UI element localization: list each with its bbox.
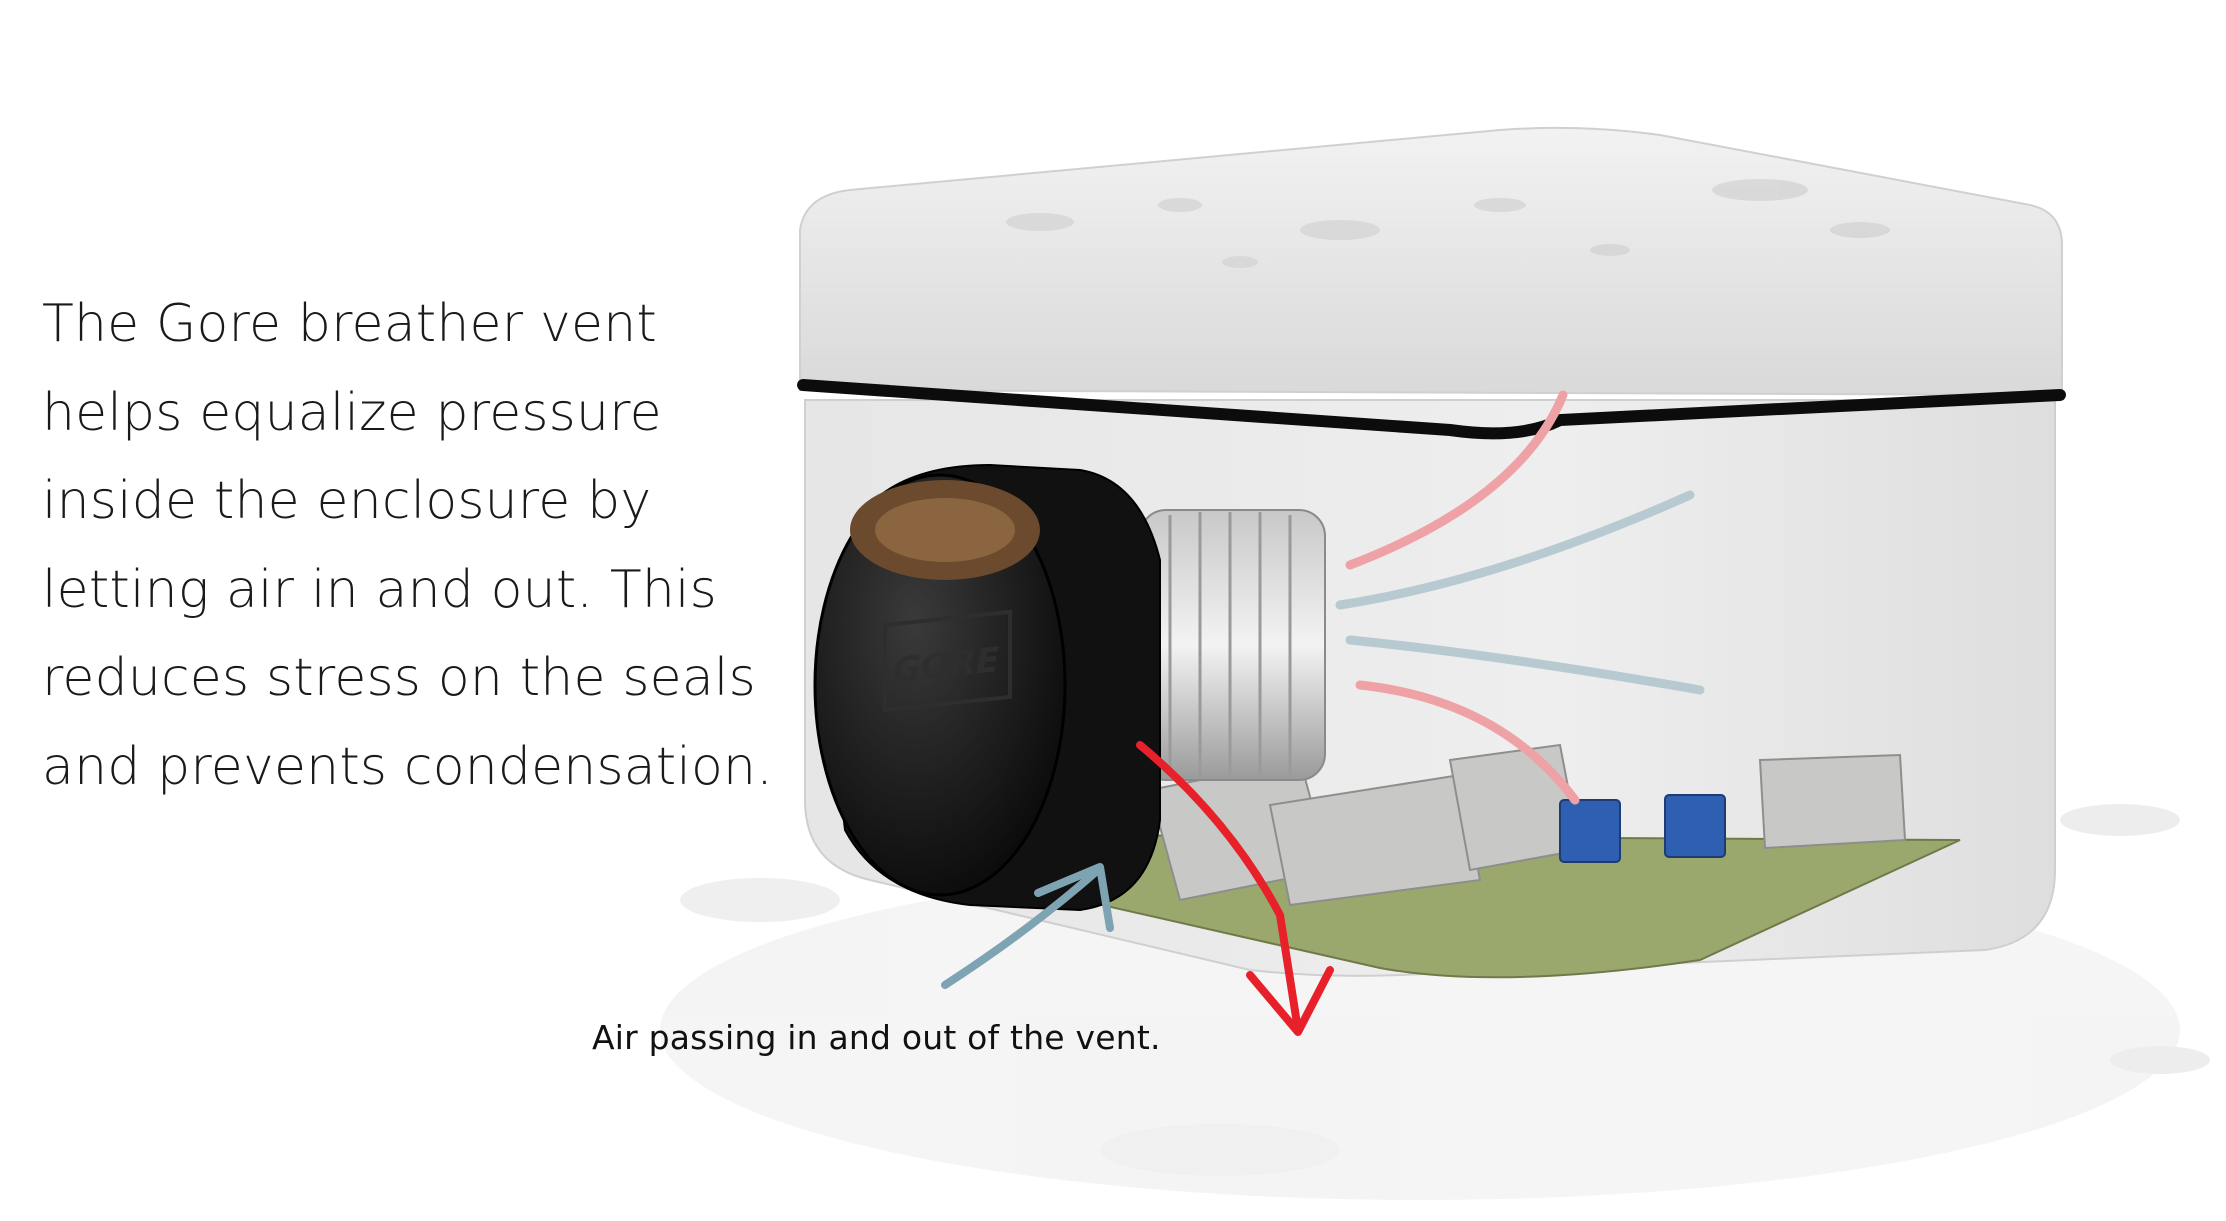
- air-out-arrow: [1136, 741, 1302, 1034]
- description-line: The Gore breather vent: [42, 294, 657, 354]
- description-text: The Gore breather vent helps equalize pr…: [42, 280, 802, 811]
- gore-vent-cap: GORE: [813, 463, 1161, 912]
- air-in-arrowhead: [1034, 863, 1114, 932]
- arrow-caption: Air passing in and out of the vent.: [592, 1018, 1161, 1057]
- description-line: letting air in and out. This: [42, 559, 717, 620]
- terminal-blocks: [1148, 743, 1907, 907]
- vent-threaded-body: [1139, 509, 1326, 781]
- description-line: inside the enclosure by: [42, 471, 652, 531]
- enclosure-lid: [799, 126, 2063, 397]
- description-line: reduces stress on the seals: [42, 648, 756, 708]
- description-line: and prevents condensation.: [42, 736, 773, 797]
- air-in-arrow: [941, 866, 1102, 989]
- potentiometers: [1559, 794, 1726, 863]
- description-line: helps equalize pressure: [42, 382, 662, 443]
- water-droplets: [1006, 179, 1890, 268]
- gasket-seal: [797, 379, 2066, 440]
- interior-airflow-arrows: [1335, 390, 1705, 805]
- air-out-arrowhead: [1246, 966, 1334, 1036]
